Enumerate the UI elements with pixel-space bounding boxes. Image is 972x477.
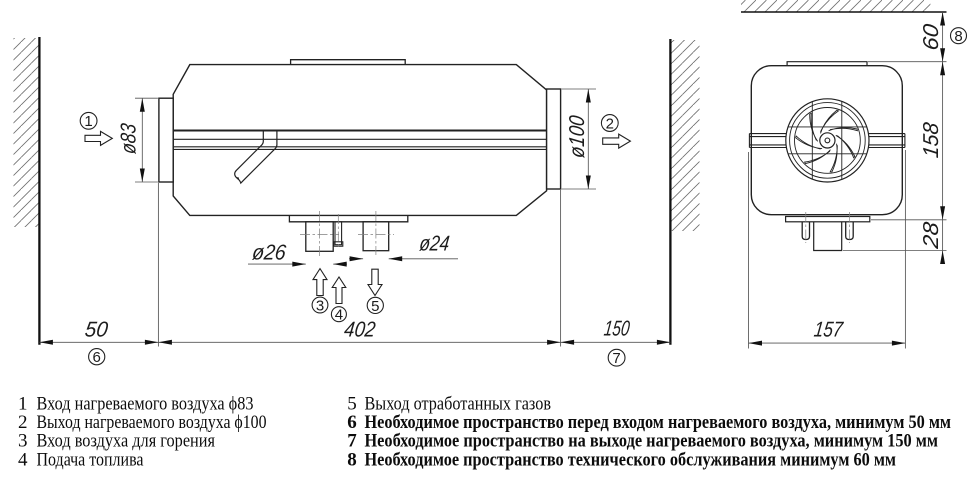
svg-text:ø26: ø26	[251, 240, 288, 265]
svg-text:5: 5	[347, 394, 357, 415]
svg-text:7: 7	[612, 350, 620, 367]
svg-text:8: 8	[347, 450, 357, 471]
svg-text:1: 1	[84, 113, 92, 130]
svg-text:3: 3	[18, 431, 28, 452]
svg-text:Выход отработанных газов: Выход отработанных газов	[365, 394, 552, 415]
svg-text:Выход нагреваемого воздуха ϕ10: Выход нагреваемого воздуха ϕ100	[37, 412, 267, 433]
svg-text:Необходимое пространство перед: Необходимое пространство перед входом на…	[365, 412, 952, 433]
svg-text:Вход нагреваемого воздуха ϕ83: Вход нагреваемого воздуха ϕ83	[37, 394, 254, 415]
svg-text:5: 5	[371, 298, 379, 315]
svg-text:402: 402	[343, 317, 377, 342]
svg-text:ø83: ø83	[116, 122, 141, 155]
svg-text:ø24: ø24	[418, 231, 451, 256]
svg-text:ø100: ø100	[564, 114, 589, 159]
svg-text:2: 2	[18, 412, 28, 433]
svg-text:Подача топлива: Подача топлива	[37, 450, 144, 471]
svg-text:60: 60	[918, 23, 943, 52]
svg-text:50: 50	[84, 317, 110, 342]
svg-text:7: 7	[347, 431, 357, 452]
svg-text:6: 6	[93, 349, 101, 366]
svg-text:3: 3	[316, 297, 324, 314]
svg-text:1: 1	[18, 394, 28, 415]
svg-text:150: 150	[603, 316, 631, 341]
svg-text:Необходимое пространство на вы: Необходимое пространство на выходе нагре…	[365, 431, 939, 452]
svg-text:Необходимое пространство техни: Необходимое пространство технического об…	[365, 450, 897, 471]
svg-text:2: 2	[606, 115, 614, 132]
svg-text:157: 157	[813, 317, 845, 342]
svg-text:4: 4	[335, 307, 343, 324]
svg-text:4: 4	[18, 450, 28, 471]
svg-text:6: 6	[347, 412, 357, 433]
svg-text:158: 158	[918, 121, 943, 159]
svg-text:28: 28	[918, 221, 943, 251]
svg-text:8: 8	[954, 28, 962, 45]
svg-text:Вход воздуха для горения: Вход воздуха для горения	[37, 431, 216, 452]
